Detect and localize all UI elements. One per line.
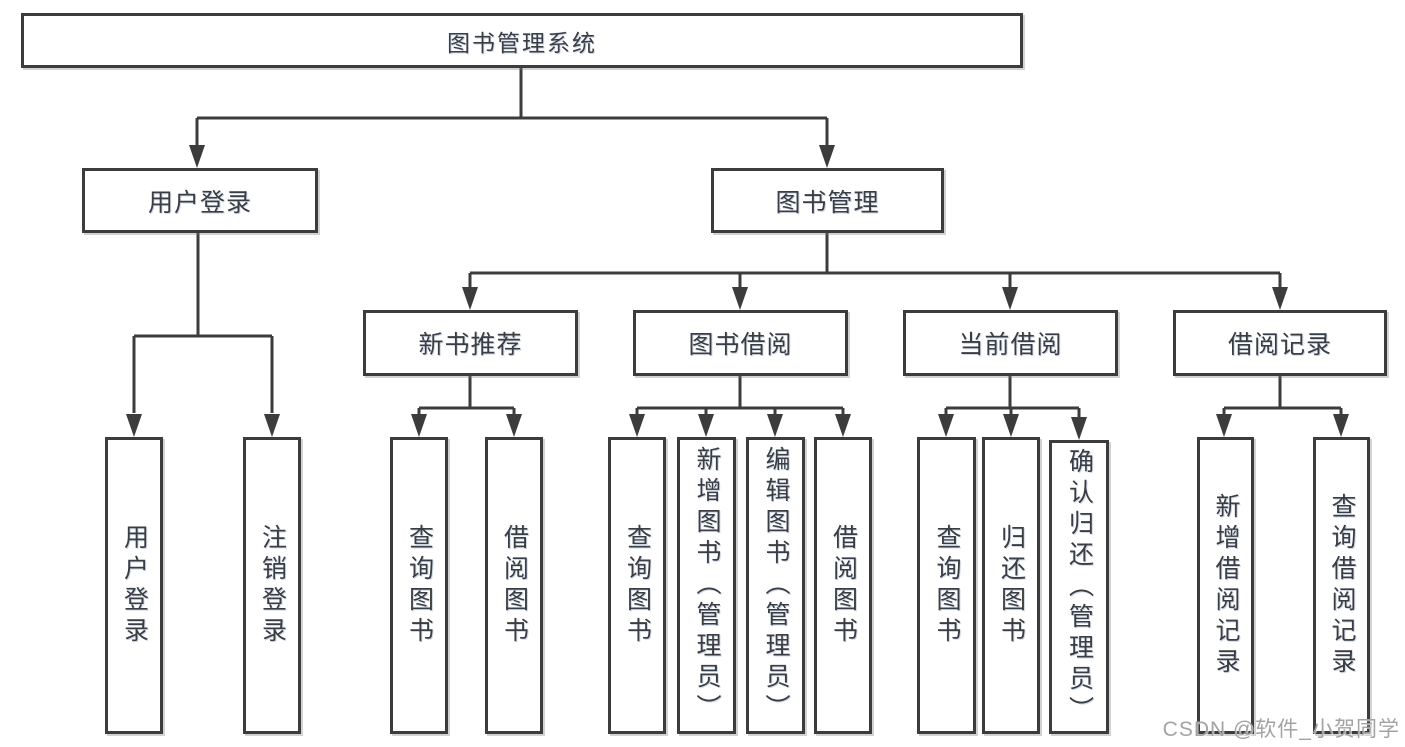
leaf-logout: 注销登录 [243,437,301,734]
arrowheads [126,145,1349,440]
node-library-system: 图书管理系统 [21,13,1023,68]
node-label: 新书推荐 [418,331,523,359]
csdn-watermark: CSDN @软件_小贺同学 [1162,718,1400,741]
arrowhead [1071,417,1087,440]
arrowhead [1216,414,1232,437]
node-new-book-recommend: 新书推荐 [363,310,578,376]
leaf-user-login: 用户登录 [105,437,163,734]
node-label: 编辑图书（管理员） [762,446,790,725]
node-label: 图书管理 [775,188,880,217]
leaf-add-borrow-record: 新增借阅记录 [1197,437,1254,734]
node-label: 用户登录 [147,188,252,217]
node-label: 查询图书 [933,523,961,648]
node-label: 查询图书 [405,523,434,648]
node-label: 用户登录 [120,523,149,648]
node-borrow-records: 借阅记录 [1173,310,1387,376]
arrowhead [767,414,783,437]
node-label: 查询图书 [623,523,652,648]
node-book-management: 图书管理 [711,168,944,233]
node-label: 图书管理系统 [447,29,597,56]
arrowhead [264,414,280,437]
leaf-confirm-return-admin: 确认归还（管理员） [1049,440,1109,734]
node-label: 注销登录 [258,523,287,648]
arrowhead [1003,414,1019,437]
arrowhead [1272,287,1288,310]
node-label: 借阅记录 [1227,331,1332,359]
node-label: 图书借阅 [688,331,793,359]
arrowhead [189,145,205,168]
leaf-return-books: 归还图书 [982,437,1040,734]
arrowhead [938,414,954,437]
node-label: 查询借阅记录 [1328,492,1356,679]
arrowhead [506,414,522,437]
arrowhead [1333,414,1349,437]
node-label: 归还图书 [997,523,1026,648]
arrowhead [629,414,645,437]
leaf-add-books-admin: 新增图书（管理员） [677,437,736,734]
arrowhead [819,145,835,168]
leaf-edit-books-admin: 编辑图书（管理员） [746,437,805,734]
leaf-borrow-books-newrec: 借阅图书 [485,437,543,734]
arrowhead [835,414,851,437]
node-label: 新增借阅记录 [1212,492,1240,679]
node-label: 当前借阅 [958,331,1063,359]
node-book-borrowing: 图书借阅 [633,310,848,376]
leaf-borrow-books-borrowing: 借阅图书 [814,437,872,734]
connector-paths [132,68,1343,417]
node-label: 借阅图书 [829,523,858,648]
arrowhead [411,414,427,437]
leaf-query-borrow-record: 查询借阅记录 [1313,437,1370,734]
arrowhead [732,287,748,310]
leaf-query-books-current: 查询图书 [917,437,976,734]
arrowhead [126,414,142,437]
arrowhead [462,287,478,310]
node-label: 借阅图书 [500,523,529,648]
node-label: 确认归还（管理员） [1065,447,1094,727]
leaf-query-books-borrowing: 查询图书 [608,437,666,734]
node-current-borrowing: 当前借阅 [903,310,1118,376]
arrowhead [698,414,714,437]
node-user-login: 用户登录 [82,168,318,233]
arrowhead [1002,287,1018,310]
leaf-query-books-newrec: 查询图书 [390,437,448,734]
node-label: 新增图书（管理员） [693,446,721,725]
